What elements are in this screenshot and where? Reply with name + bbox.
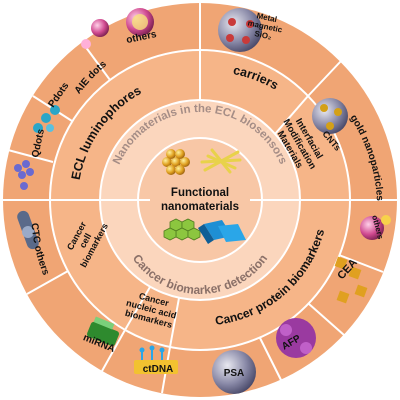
outer-metal-magnetic-sio2: Metal magnetic SiO₂ [247, 11, 284, 42]
graphene-hex-icon [163, 218, 201, 241]
aie-dots-illustration [81, 19, 109, 49]
category-dividers [50, 50, 350, 348]
metal-magnetic-illustration [218, 8, 262, 52]
svg-text:Metal: Metal [256, 11, 278, 24]
psa-illustration [212, 350, 256, 394]
afp-illustration [276, 318, 316, 358]
others-right-illustration [360, 215, 391, 240]
nanorods-icon [200, 148, 242, 174]
gold-nanoparticles-illustration [312, 98, 348, 134]
ctc-illustration [17, 210, 39, 250]
cea-illustration [334, 256, 368, 304]
pdots-illustration [33, 105, 60, 133]
center-title-line2: nanomaterials [161, 201, 239, 213]
qdots-illustration [14, 160, 34, 190]
nanosheet-icon [198, 220, 246, 244]
ctdna-illustration [134, 345, 178, 374]
center-circle [137, 137, 263, 263]
gold-cluster-icon [162, 149, 190, 175]
others-top-illustration [126, 8, 154, 36]
mirna-illustration [87, 316, 119, 347]
outer-psa: PSA [224, 368, 245, 379]
outer-ctdna: ctDNA [143, 364, 174, 375]
svg-text:SiO₂: SiO₂ [254, 29, 273, 42]
center-title-line1: Functional [171, 187, 229, 199]
